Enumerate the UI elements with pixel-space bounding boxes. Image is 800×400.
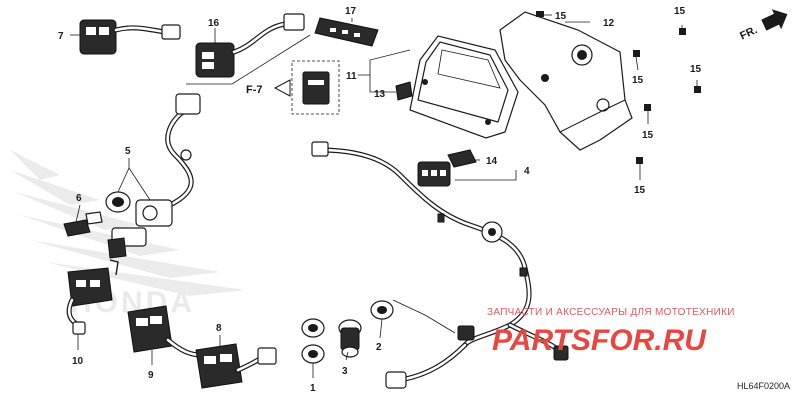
group-bracket-line [186, 34, 311, 85]
part-10-switch [66, 267, 113, 335]
callout-1: 1 [310, 383, 316, 394]
part-8-switch [195, 343, 277, 389]
main-wire-harness [311, 141, 569, 389]
bolt-15e [644, 104, 651, 111]
callout-15e: 15 [642, 130, 654, 141]
callout-3: 3 [342, 366, 348, 377]
leader-lines [70, 14, 698, 378]
callout-15f: 15 [634, 185, 646, 196]
bolt-15b [679, 28, 686, 35]
callout-11: 11 [346, 71, 357, 82]
callout-15b: 15 [674, 6, 686, 17]
callout-12: 12 [603, 18, 615, 29]
callout-4: 4 [524, 166, 530, 177]
callout-9: 9 [148, 370, 154, 381]
callout-14: 14 [486, 156, 498, 167]
callout-15a: 15 [555, 11, 567, 22]
direction-marker-text: FR. [738, 24, 759, 42]
part-3-socket [338, 319, 362, 358]
callout-17: 17 [345, 6, 357, 17]
part-4-connector [417, 161, 451, 187]
watermark-domain: PARTSFOR.RU [492, 324, 707, 357]
part-6-key [63, 211, 127, 276]
callout-6: 6 [76, 193, 82, 204]
callout-numbers: 7 16 17 11 13 15 12 15 15 15 15 15 5 6 8… [58, 6, 702, 394]
callout-15d: 15 [690, 64, 702, 75]
callout-5: 5 [125, 146, 131, 157]
direction-arrow-icon [761, 9, 788, 31]
part-14-connector [447, 149, 477, 168]
bolt-15c [633, 50, 640, 57]
part-17-connector [314, 17, 379, 47]
callout-8: 8 [216, 323, 222, 334]
callout-10: 10 [72, 356, 84, 367]
callout-7: 7 [58, 31, 64, 42]
callout-15c: 15 [632, 75, 644, 86]
callout-13: 13 [374, 89, 386, 100]
part-16-switch [195, 13, 305, 78]
bolt-15d [694, 86, 701, 93]
watermark-domain-logo: PARTSFOR.RU [492, 324, 707, 357]
part-1-grommet [301, 318, 325, 364]
part-15-bolts [536, 11, 701, 164]
left-wire-harness [165, 93, 201, 208]
figure-code: HL64F0200A [737, 381, 790, 391]
reference-label-f7: F-7 [246, 84, 263, 96]
bolt-15f [636, 157, 643, 164]
part-7-switch [79, 19, 181, 55]
part-12-bracket [499, 11, 633, 151]
callout-2: 2 [376, 342, 382, 353]
direction-marker: FR. [738, 9, 788, 42]
part-2-grommet [370, 300, 394, 320]
bolt-15a [536, 11, 544, 17]
part-13-clip [395, 81, 413, 101]
reference-box [273, 60, 340, 115]
callout-16: 16 [208, 18, 220, 29]
watermark-tagline: ЗАПЧАСТИ И АКСЕССУАРЫ ДЛЯ МОТОТЕХНИКИ [487, 307, 735, 318]
part-11-meter [409, 35, 519, 139]
